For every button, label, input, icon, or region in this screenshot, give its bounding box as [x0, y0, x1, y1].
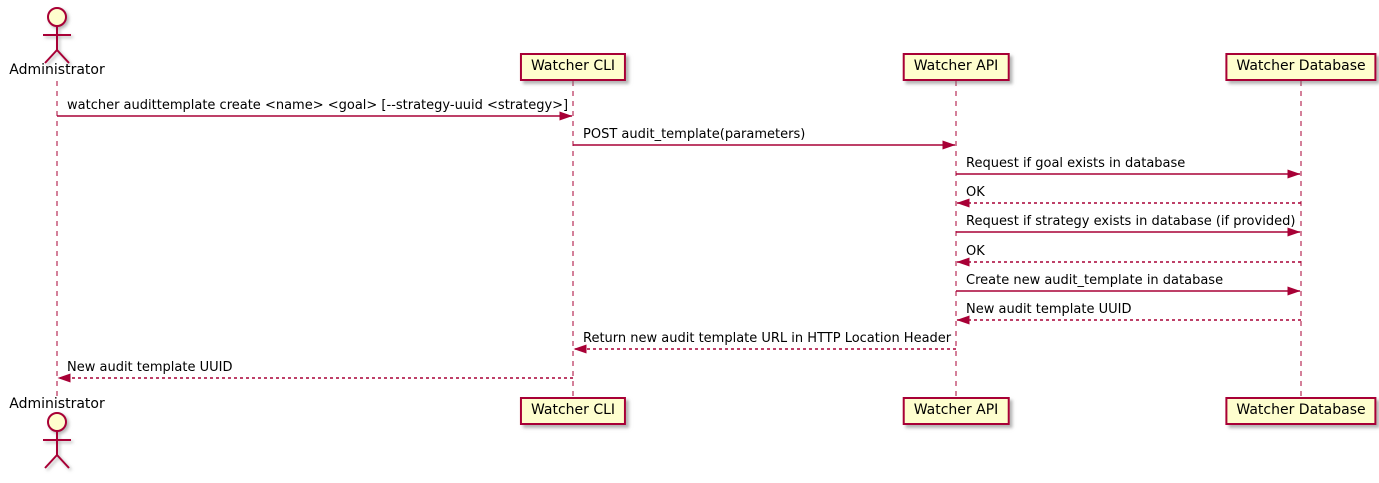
actor-label-admin-bottom: Administrator — [9, 396, 105, 412]
participant-box-cli-bottom: Watcher CLI — [519, 397, 627, 425]
message-label-8: New audit template UUID — [966, 302, 1132, 317]
participant-box-api-top: Watcher API — [902, 53, 1010, 81]
actor-label-admin-top: Administrator — [9, 62, 105, 78]
message-label-4: OK — [966, 185, 985, 200]
message-label-7: Create new audit_template in database — [966, 273, 1224, 288]
message-label-10: New audit template UUID — [67, 360, 233, 375]
message-label-6: OK — [966, 244, 985, 259]
participant-box-db-bottom: Watcher Database — [1225, 397, 1377, 425]
message-label-3: Request if goal exists in database — [966, 156, 1186, 171]
message-label-2: POST audit_template(parameters) — [583, 127, 806, 142]
actor-figure-admin — [43, 7, 71, 64]
message-label-5: Request if strategy exists in database (… — [966, 214, 1296, 229]
message-label-1: watcher audittemplate create <name> <goa… — [67, 98, 569, 113]
actor-figure-admin — [43, 412, 71, 469]
participant-box-db-top: Watcher Database — [1225, 53, 1377, 81]
message-label-9: Return new audit template URL in HTTP Lo… — [583, 331, 952, 346]
participant-box-api-bottom: Watcher API — [902, 397, 1010, 425]
participant-box-cli-top: Watcher CLI — [519, 53, 627, 81]
